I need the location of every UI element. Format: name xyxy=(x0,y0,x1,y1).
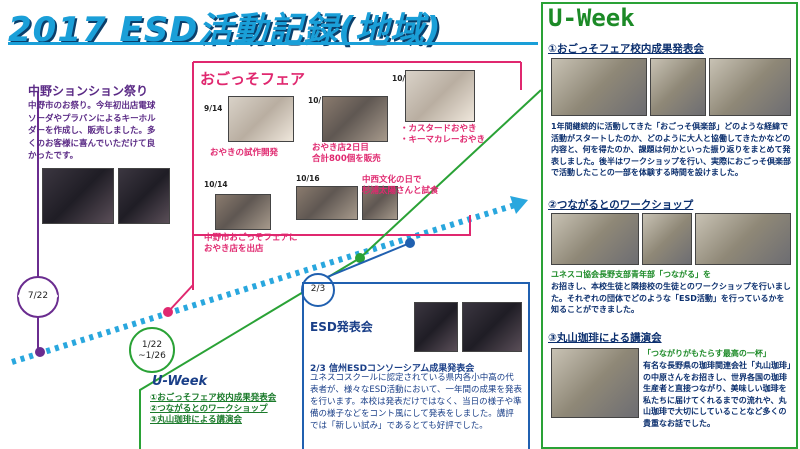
okoso-photo-1 xyxy=(228,96,294,142)
uweek-s3-text: 有名な長野県の珈琲関連会社「丸山珈琲」の中原さんをお招きし、世界各国の珈琲生産者… xyxy=(643,361,791,428)
okoso-caption-3b: ・キーマカレーおやき xyxy=(400,135,486,145)
okoso-caption-1: おやきの試作開発 xyxy=(210,148,279,158)
timeline-arrow-head xyxy=(510,196,528,214)
uweek-s1-title: ①おごっそフェア校内成果発表会 xyxy=(548,43,704,55)
okoso-caption-2b: 合計800個を販売 xyxy=(312,154,381,164)
nakano-point xyxy=(35,347,45,357)
esd-date: 2/3 xyxy=(310,284,326,294)
uweek-bottom-list: ①おごっそフェア校内成果発表会 ②つながるとのワークショップ ③丸山珈琲による講… xyxy=(150,393,276,426)
uweek-s1-photo-3 xyxy=(709,58,791,116)
esd-photo-1 xyxy=(414,302,458,352)
uweek-s3-text-accent: 「つながりがもたらす最高の一杯」 xyxy=(643,349,771,358)
okoso-date-1: 9/14 xyxy=(204,104,223,113)
uweek-bottom-title: U-Week xyxy=(152,374,208,389)
uweek-s2-text: お招きし、本校生徒と隣接校の生徒とのワークショップを行いました。それぞれの団体で… xyxy=(551,282,791,314)
okoso-photo-5 xyxy=(296,186,358,220)
uweek-connector xyxy=(139,257,361,449)
okoso-bottom xyxy=(193,215,471,236)
title-underline xyxy=(8,42,538,45)
okoso-photo-3 xyxy=(405,70,475,122)
esd-box xyxy=(302,282,530,449)
nakano-photo-1 xyxy=(42,168,114,224)
okoso-caption-5b: 杉浦太陽さんと試食 xyxy=(362,186,439,196)
okoso-photo-4 xyxy=(215,194,271,230)
okoso-caption-2a: おやき店2日目 xyxy=(312,143,369,153)
uweek-s3-photo-1 xyxy=(551,348,639,418)
list-item: ②つながるとのワークショップ xyxy=(150,404,268,414)
uweek-s2-photo-2 xyxy=(642,213,692,265)
uweek-s2-photo-3 xyxy=(695,213,791,265)
uweek-s1-text: 1年間継続的に活動してきた「おごっそ倶楽部」どのような経緯で活動がスタートしたの… xyxy=(551,122,791,177)
okoso-photo-2 xyxy=(322,96,388,142)
okoso-caption-4a: 中野市おごっそフェアに xyxy=(204,233,298,243)
uweek-panel xyxy=(541,2,798,449)
esd-subtitle: 2/3 信州ESDコンソーシアム成果発表会 xyxy=(310,364,475,374)
okoso-date-2: 10/15 xyxy=(308,96,332,105)
uweek-s2-text-accent: ユネスコ協会長野支部青年部「つながる」を xyxy=(551,270,711,279)
okoso-caption-4b: おやき店を出店 xyxy=(204,244,264,254)
nakano-date: 7/22 xyxy=(18,291,58,301)
uweek-s2-photo-1 xyxy=(551,213,639,265)
timeline-arrow-line xyxy=(11,202,516,365)
okoso-date-3: 10/15 xyxy=(392,74,416,83)
nakano-title: 中野ションション祭り xyxy=(28,84,149,98)
uweek-s3-title: ③丸山珈琲による講演会 xyxy=(548,332,662,344)
uweek-s1-photo-1 xyxy=(551,58,647,116)
esd-title: ESD発表会 xyxy=(310,320,373,334)
esd-photo-2 xyxy=(462,302,522,352)
list-item: ③丸山珈琲による講演会 xyxy=(150,415,242,425)
okoso-date-4: 10/14 xyxy=(204,180,228,189)
list-item: ①おごっそフェア校内成果発表会 xyxy=(150,393,277,403)
okoso-title: おごっそフェア xyxy=(200,70,306,88)
okoso-caption-5a: 中西文化の日で xyxy=(362,175,422,185)
okoso-photo-6 xyxy=(362,186,398,220)
uweek-date: 1/22 ~1/26 xyxy=(138,340,166,361)
esd-text: ユネスコスクールに認定されている県内各小中高の代表者が、様々なESD活動において… xyxy=(310,373,522,431)
nakano-text: 中野市のお祭り。今年初出店電球ソーダやプラバンによるキーホルダーを作成し、販売し… xyxy=(28,101,156,161)
uweek-s2-title: ②つながるとのワークショップ xyxy=(548,199,694,211)
okoso-date-5: 10/16 xyxy=(296,174,320,183)
uweek-s1-photo-2 xyxy=(650,58,706,116)
okoso-caption-3a: ・カスタードおやき xyxy=(400,124,477,134)
nakano-photo-2 xyxy=(118,168,170,224)
uweek-panel-title: U-Week xyxy=(548,4,635,32)
